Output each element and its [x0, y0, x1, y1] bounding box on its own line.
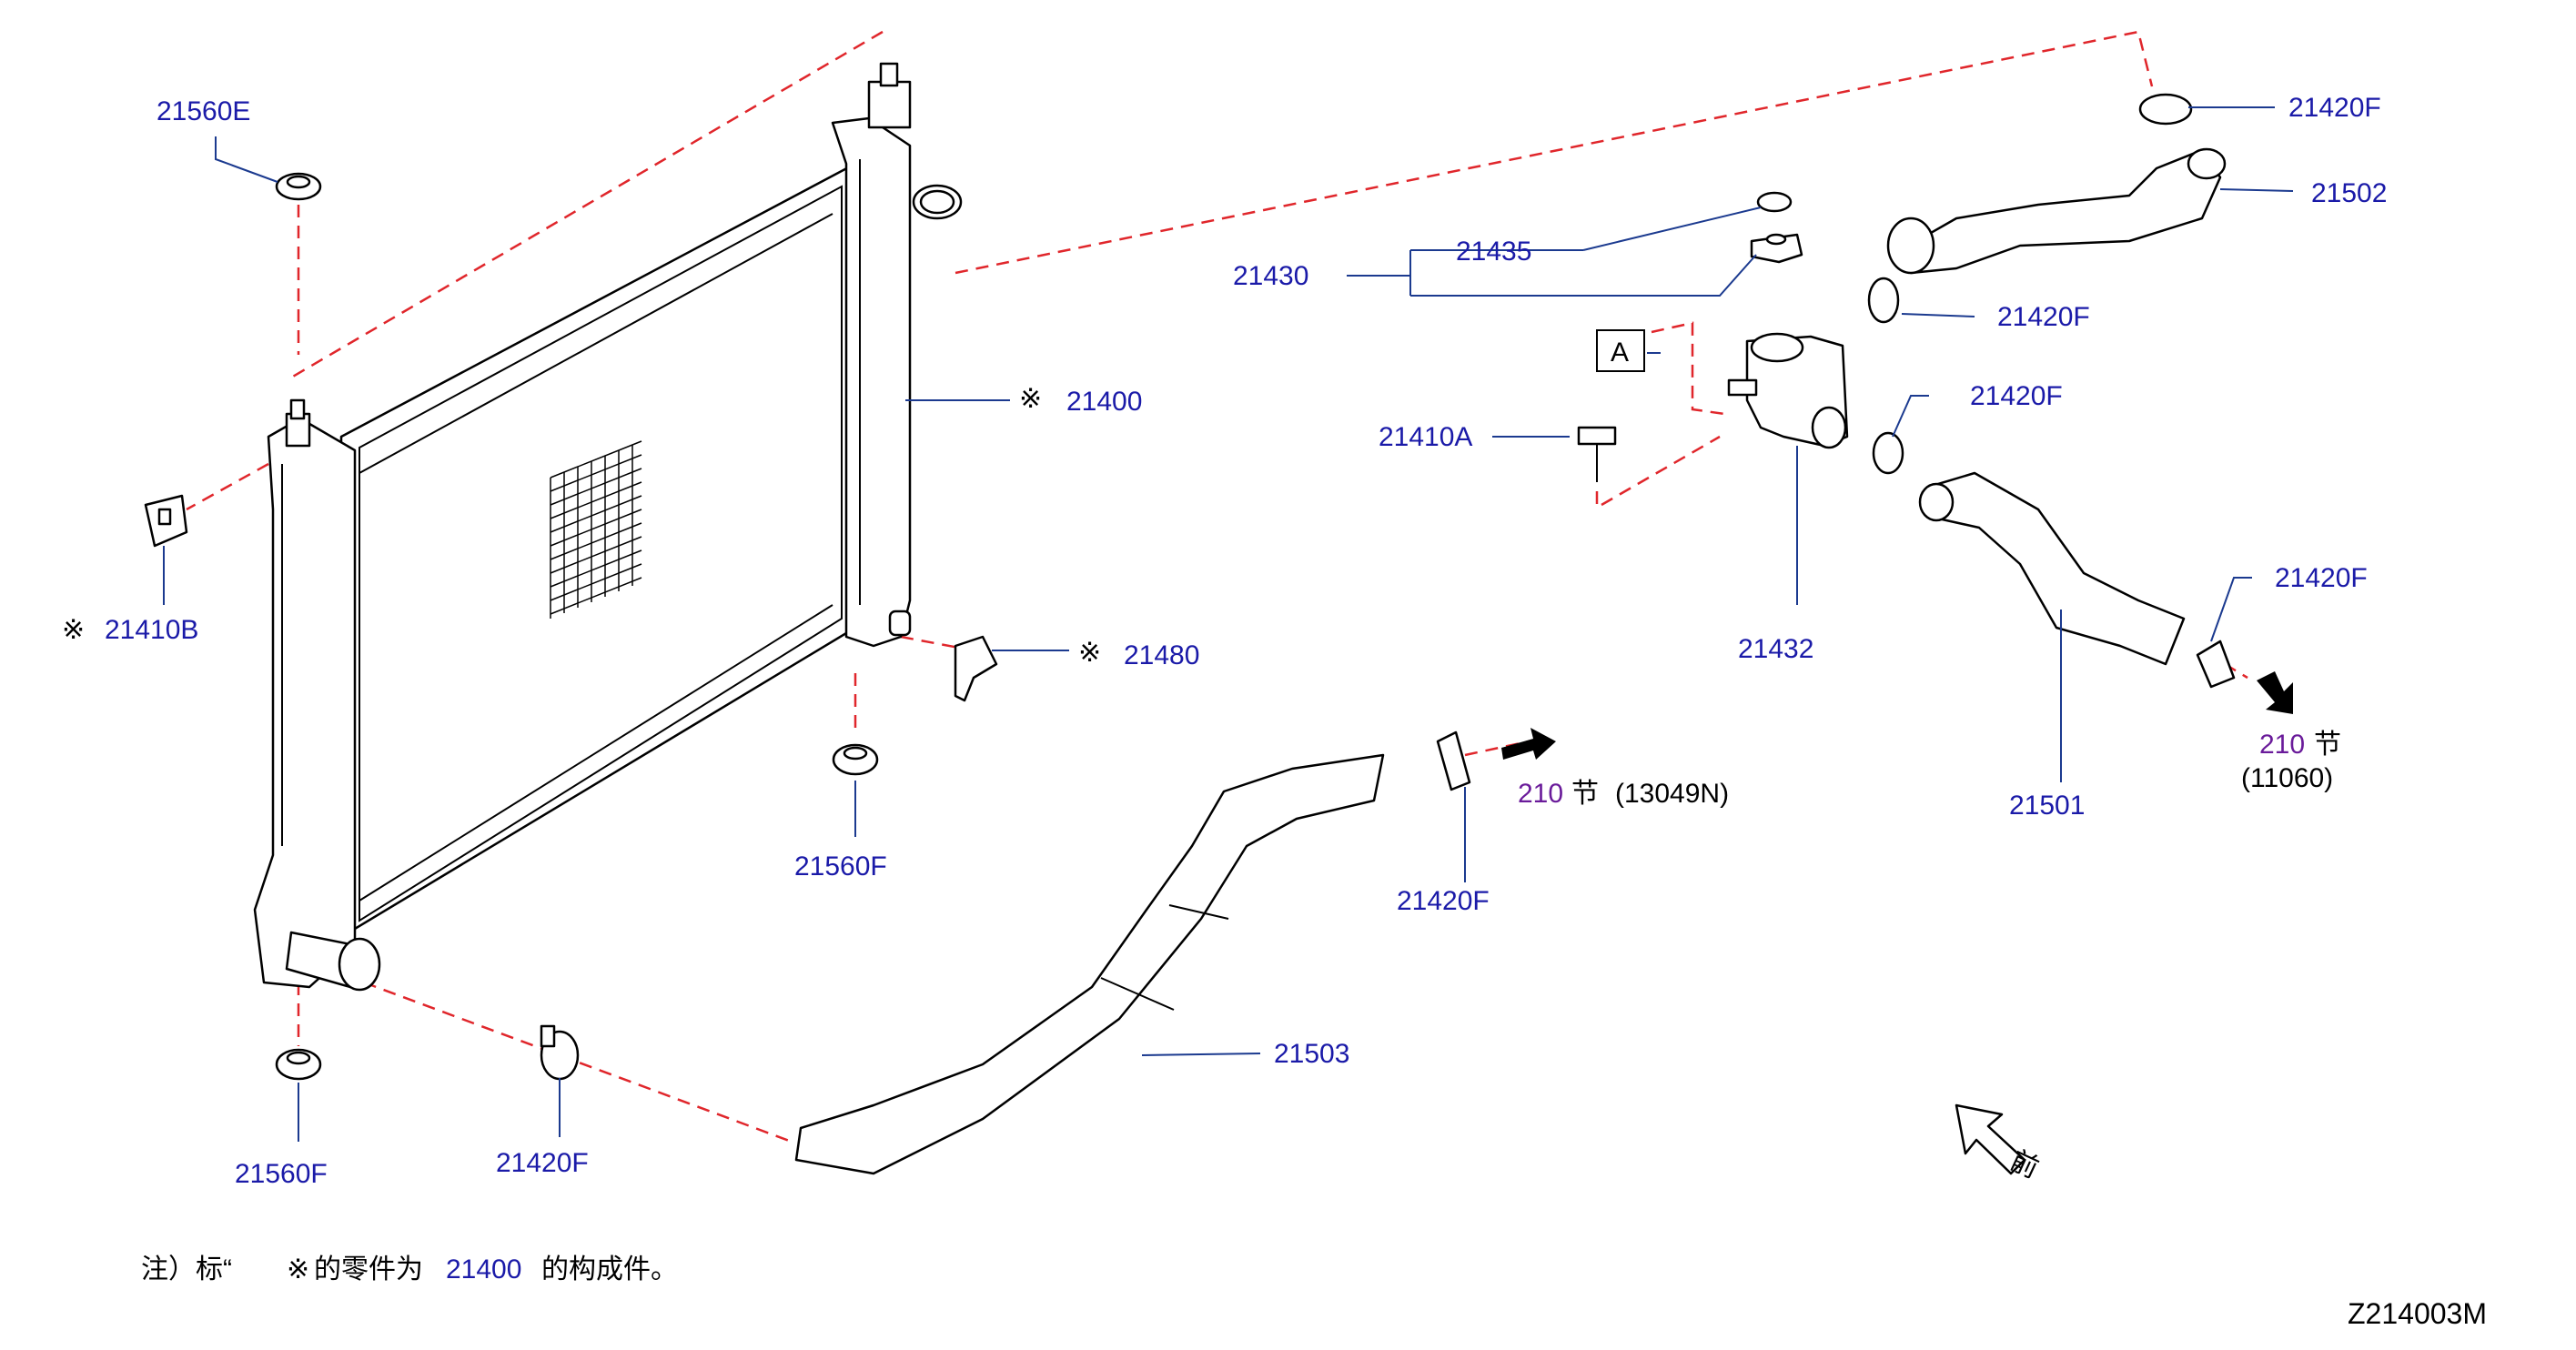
label-21400: 21400 — [1066, 387, 1142, 417]
label-21410B: 21410B — [105, 615, 198, 645]
part-21420F-clamp-r1 — [1867, 277, 1900, 324]
part-21420F-clamp-r3 — [2196, 640, 2236, 689]
label-21503: 21503 — [1274, 1039, 1349, 1069]
part-21560F-mount-a — [832, 743, 879, 776]
label-21435: 21435 — [1456, 237, 1531, 267]
part-21435-cap — [1750, 191, 1803, 264]
asterisk-21410B: ※ — [62, 615, 85, 645]
label-21480: 21480 — [1124, 640, 1199, 670]
note-mark: ※ — [287, 1254, 309, 1285]
part-21410B-bracket — [144, 494, 188, 548]
part-21560F-mount-b — [275, 1048, 322, 1081]
label-21560F-a: 21560F — [794, 851, 887, 882]
diagram-id: Z214003M — [2348, 1297, 2487, 1330]
part-21560E-mount — [275, 172, 322, 201]
ref2-jie: 节 — [2314, 730, 2341, 760]
label-21420F-bottom: 21420F — [496, 1148, 589, 1178]
front-arrow-icon — [1955, 1103, 2026, 1175]
part-21420F-clamp-r2 — [1872, 431, 1904, 475]
ref1-code: (13049N) — [1615, 779, 1729, 809]
part-21420F-clamp-top — [2138, 93, 2193, 126]
label-21560F-b: 21560F — [235, 1159, 328, 1189]
note-suffix: 的构成件。 — [541, 1254, 678, 1285]
label-21502: 21502 — [2311, 178, 2387, 208]
label-21560E: 21560E — [157, 96, 250, 126]
part-21480-drain-cock — [954, 635, 998, 702]
label-21501: 21501 — [2009, 791, 2085, 821]
label-21420F-mid: 21420F — [1397, 886, 1490, 916]
leader-lines — [163, 106, 2294, 1142]
part-21502-upper-hose — [1886, 147, 2227, 275]
ref1-section: 210 — [1518, 779, 1563, 809]
asterisk-21480: ※ — [1078, 638, 1101, 668]
part-21501-hose — [1918, 471, 2186, 666]
label-21410A: 21410A — [1379, 422, 1472, 452]
box-a-label: A — [1611, 338, 1629, 368]
label-21420F-r3: 21420F — [2275, 563, 2368, 593]
part-21420F-clamp-mid — [1436, 730, 1471, 791]
label-21420F-r1: 21420F — [1997, 302, 2090, 332]
part-21420F-clamp-bottom — [540, 1024, 580, 1081]
asterisk-21400: ※ — [1019, 384, 1042, 414]
label-21430: 21430 — [1233, 261, 1308, 291]
phantom-lines — [186, 30, 2248, 1143]
part-21503-lower-hose — [794, 753, 1385, 1175]
note-mid: 的零件为 — [314, 1254, 423, 1285]
note-prefix: 注）标“ — [141, 1254, 232, 1285]
box-a-frame — [1596, 329, 1645, 372]
label-21432: 21432 — [1738, 634, 1813, 664]
part-21432-filler-neck — [1727, 332, 1849, 449]
part-21410A-bolt — [1577, 426, 1617, 482]
arrow-down-right-icon — [2257, 671, 2293, 714]
label-21420F-top: 21420F — [2288, 93, 2381, 123]
arrow-right-icon — [1501, 728, 1556, 760]
note-part: 21400 — [446, 1254, 521, 1285]
ref2-code: (11060) — [2241, 763, 2333, 793]
ref2-section: 210 — [2259, 730, 2305, 760]
radiator — [253, 62, 963, 992]
ref1-jie: 节 — [1571, 779, 1599, 809]
label-21420F-r2: 21420F — [1970, 381, 2063, 411]
core-mesh — [550, 440, 642, 619]
